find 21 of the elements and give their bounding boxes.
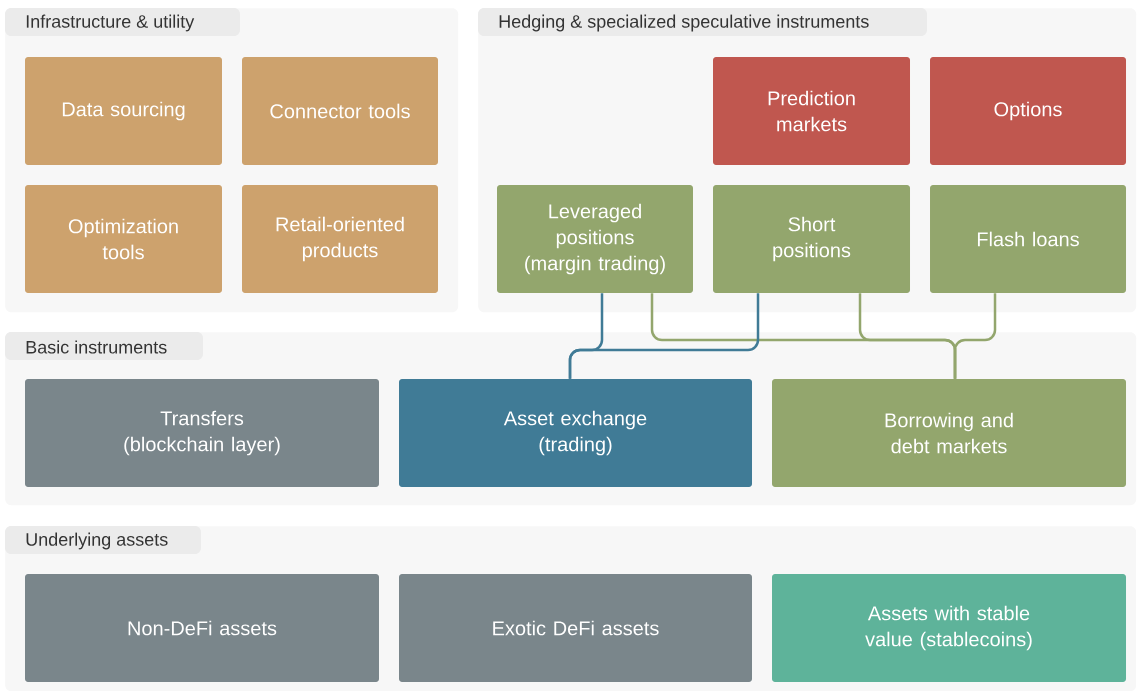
connector-line [568,293,760,379]
category-box: Non-DeFi assets [25,574,379,682]
panel-heading: Underlying assets [26,532,168,550]
category-box: Transfers (blockchain layer) [25,379,379,487]
category-box: Flash loans [930,185,1126,293]
category-box: Borrowing and debt markets [772,379,1126,487]
category-box: Short positions [713,185,910,293]
category-box: Optimization tools [25,185,222,293]
category-box: Connector tools [242,57,438,165]
category-box: Options [930,57,1126,165]
connector-line [953,293,997,379]
category-box: Retail-oriented products [242,185,438,293]
category-box: Asset exchange (trading) [399,379,752,487]
category-box: Prediction markets [713,57,910,165]
panel-heading: Basic instruments [26,340,167,354]
category-box: Exotic DeFi assets [399,574,752,682]
category-box: Leveraged positions (margin trading) [497,185,693,293]
panel-heading: Infrastructure & utility [26,14,195,32]
panel-heading: Hedging & specialized speculative instruments [499,14,869,32]
category-box: Assets with stable value (stablecoins) [772,574,1126,682]
category-box: Data sourcing [25,57,222,165]
